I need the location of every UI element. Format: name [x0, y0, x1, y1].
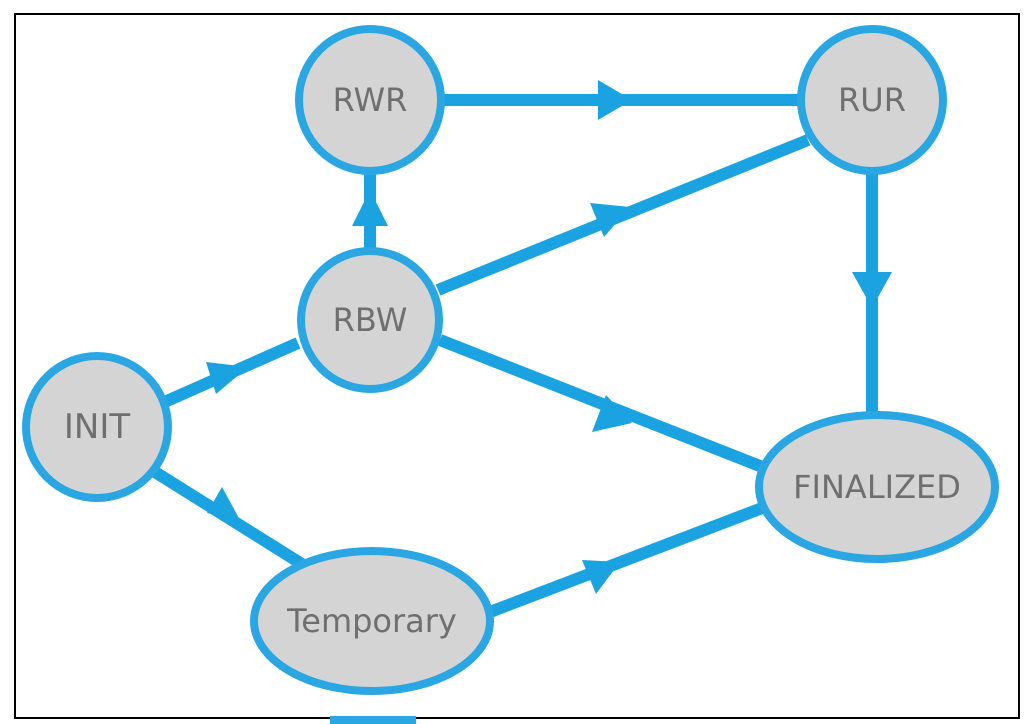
node-rwr-label: RWR	[333, 81, 408, 119]
node-rwr: RWR	[295, 25, 445, 175]
arrowhead-init-temporary	[207, 487, 240, 520]
node-rur-label: RUR	[838, 81, 906, 119]
arrowhead-rur-finalized	[852, 272, 892, 308]
node-finalized: FINALIZED	[755, 411, 999, 563]
node-rur: RUR	[797, 25, 947, 175]
nodes: INIT RBW RWR RUR Temporary FINALIZED	[22, 25, 999, 695]
arrowheads	[206, 80, 892, 594]
bottom-tab	[330, 716, 416, 724]
node-finalized-label: FINALIZED	[793, 468, 961, 506]
node-init: INIT	[22, 352, 172, 502]
arrowhead-rbw-rur	[590, 203, 630, 237]
edge-init-temporary	[151, 466, 309, 572]
arrowhead-rwr-rur	[598, 80, 632, 120]
node-temporary-label: Temporary	[286, 602, 457, 640]
node-temporary: Temporary	[250, 547, 494, 695]
edge-temporary-finalized	[487, 499, 773, 618]
node-rbw-label: RBW	[333, 301, 408, 339]
arrowhead-temporary-finalized	[582, 560, 620, 594]
arrowhead-init-rbw	[206, 362, 248, 394]
arrowhead-rbw-finalized	[592, 395, 632, 432]
arrowhead-rbw-rwr	[352, 190, 388, 226]
node-rbw: RBW	[297, 247, 443, 393]
node-init-label: INIT	[64, 407, 130, 447]
